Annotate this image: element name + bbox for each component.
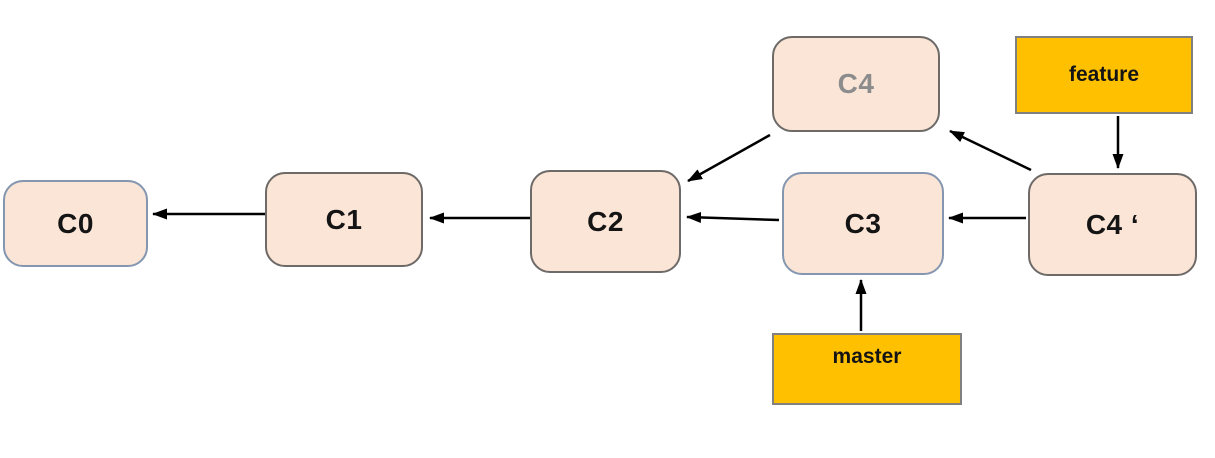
commit-label-c4: C4: [837, 68, 875, 99]
commit-node-c2: C2: [530, 170, 681, 273]
commit-node-c4-old: C4: [772, 36, 940, 132]
commit-label-c4-prime: C4 ‘: [1085, 208, 1140, 240]
commit-label-c1: C1: [325, 203, 363, 235]
commit-node-c1: C1: [265, 172, 423, 267]
commit-node-c3: C3: [782, 172, 944, 275]
branch-tag-feature: feature: [1015, 36, 1193, 114]
branch-label-master: master: [832, 345, 902, 368]
branch-tag-master: master: [772, 333, 962, 405]
commit-node-c0: C0: [3, 180, 148, 267]
commit-node-c4-prime: C4 ‘: [1028, 173, 1197, 276]
edge-c3-to-c2: [686, 211, 780, 223]
commit-label-c3: C3: [844, 207, 882, 239]
branch-label-feature: feature: [1068, 63, 1140, 86]
edge-c4-to-c2: [687, 133, 771, 183]
commit-label-c0: C0: [57, 207, 94, 239]
commit-label-c2: C2: [587, 205, 624, 237]
edge-c4p-to-c4: [949, 129, 1032, 172]
